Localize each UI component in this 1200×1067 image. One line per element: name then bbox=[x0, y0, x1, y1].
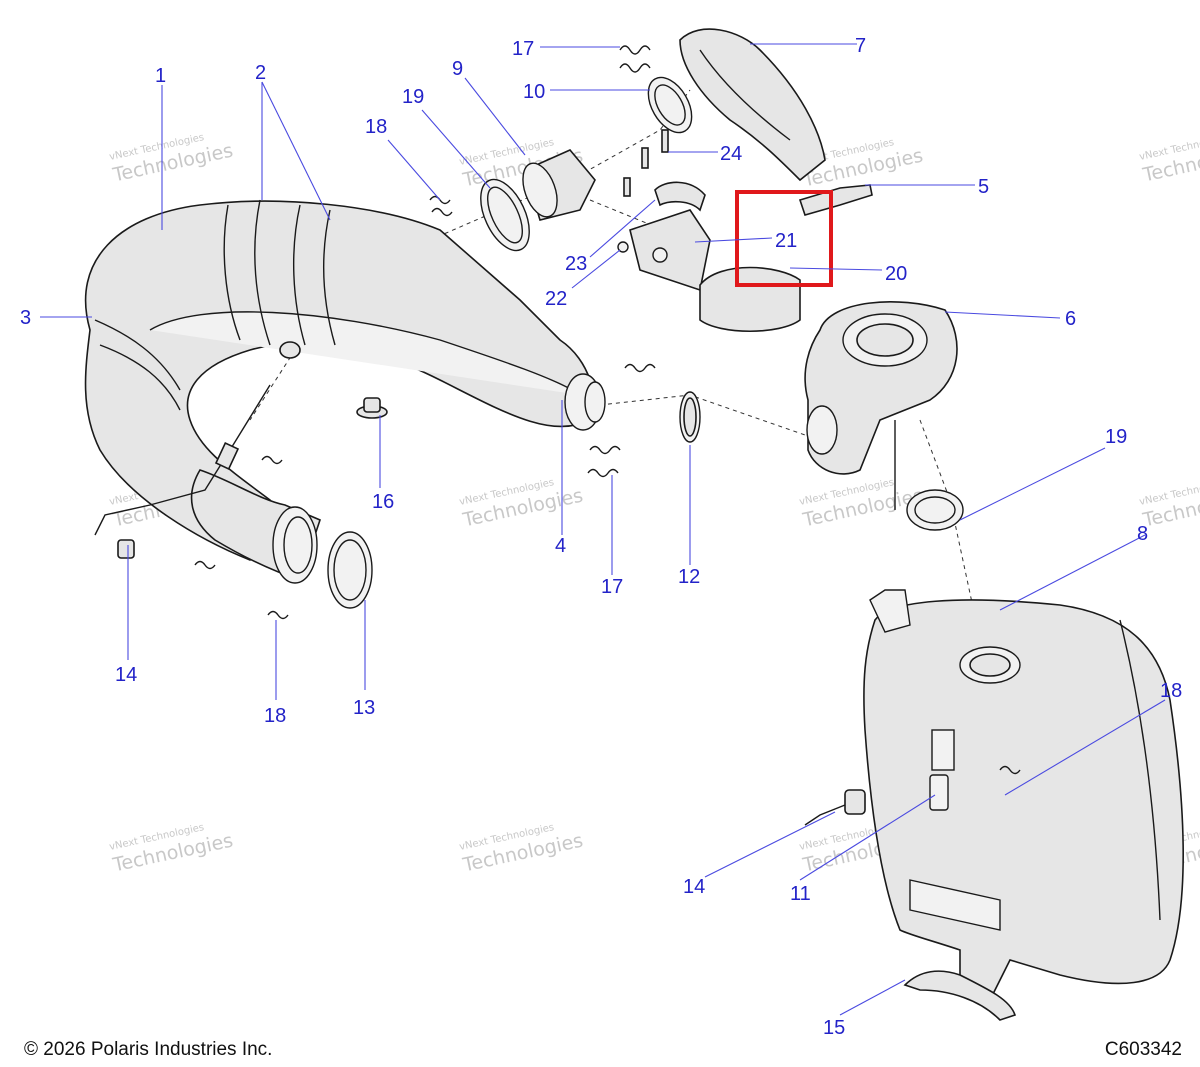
callout-14-left: 14 bbox=[115, 664, 137, 686]
seal-12 bbox=[679, 391, 701, 443]
muffler-8 bbox=[863, 589, 1184, 1002]
watermark: vNext Technologies Technologies bbox=[108, 132, 235, 187]
spring bbox=[194, 560, 216, 570]
callout-11: 11 bbox=[790, 883, 811, 905]
watermark: vNext Technologies Technologies bbox=[458, 477, 585, 532]
figure-id: C603342 bbox=[1104, 1039, 1182, 1060]
spring bbox=[619, 45, 651, 73]
callout-12: 12 bbox=[678, 566, 700, 588]
callout-7: 7 bbox=[855, 35, 866, 57]
shield-15 bbox=[903, 970, 1017, 1021]
washer-22 bbox=[617, 241, 629, 253]
callout-4: 4 bbox=[555, 535, 566, 557]
plug-16 bbox=[356, 397, 388, 419]
clamp-19-top bbox=[480, 178, 530, 252]
actuator-20 bbox=[699, 266, 801, 332]
callout-17-bottom: 17 bbox=[601, 576, 623, 598]
callout-9: 9 bbox=[452, 58, 463, 80]
callout-1: 1 bbox=[155, 65, 166, 87]
callout-17-top: 17 bbox=[512, 38, 534, 60]
tube-11 bbox=[929, 774, 949, 811]
watermark: vNext Technologies Technologies bbox=[458, 822, 585, 877]
callout-18-right: 18 bbox=[1160, 680, 1182, 702]
callout-6: 6 bbox=[1065, 308, 1076, 330]
spring-18-right bbox=[999, 765, 1021, 775]
highlight-box bbox=[735, 190, 833, 287]
sensor-14-right bbox=[804, 789, 866, 826]
duct-7 bbox=[679, 28, 826, 182]
spring bbox=[587, 445, 621, 478]
gasket-10 bbox=[647, 76, 693, 134]
copyright-notice: © 2026 Polaris Industries Inc. bbox=[24, 1039, 273, 1060]
watermark: vNext Technologies Technologies bbox=[1138, 132, 1200, 187]
callout-21: 21 bbox=[775, 230, 797, 252]
clamp-19-right bbox=[906, 489, 964, 531]
outlet-elbow bbox=[190, 469, 321, 584]
turbo-6 bbox=[804, 301, 958, 510]
spring bbox=[429, 195, 453, 217]
callout-23: 23 bbox=[565, 253, 587, 275]
seal-ring-13 bbox=[327, 531, 373, 609]
sensor-14-left bbox=[94, 384, 271, 559]
spring bbox=[261, 455, 283, 465]
coupler-9 bbox=[522, 149, 596, 221]
callout-5: 5 bbox=[978, 176, 989, 198]
bolts-24 bbox=[623, 129, 669, 197]
callout-18-top: 18 bbox=[365, 116, 387, 138]
sensor-5 bbox=[798, 184, 873, 216]
callout-14-right: 14 bbox=[683, 876, 705, 898]
callout-2: 2 bbox=[255, 62, 266, 84]
callout-3: 3 bbox=[20, 307, 31, 329]
watermark: vNext Technologies Technologies bbox=[798, 477, 925, 532]
callout-10: 10 bbox=[523, 81, 545, 103]
callout-15: 15 bbox=[823, 1017, 845, 1039]
callout-24: 24 bbox=[720, 143, 742, 165]
callout-19-right: 19 bbox=[1105, 426, 1127, 448]
spring bbox=[624, 363, 656, 373]
callout-8: 8 bbox=[1137, 523, 1148, 545]
callout-19-top: 19 bbox=[402, 86, 424, 108]
callout-18-bottom: 18 bbox=[264, 705, 286, 727]
bracket-23 bbox=[654, 181, 706, 212]
callouts: 1 2 3 4 5 6 7 8 9 10 11 12 13 14 14 15 1… bbox=[20, 35, 1182, 1039]
actuator-21 bbox=[629, 209, 711, 292]
leader-lines bbox=[40, 43, 1166, 1016]
callout-13: 13 bbox=[353, 697, 375, 719]
exhaust-pipe bbox=[84, 199, 606, 561]
callout-20: 20 bbox=[885, 263, 907, 285]
spring bbox=[267, 610, 289, 620]
callout-16: 16 bbox=[372, 491, 394, 513]
callout-22: 22 bbox=[545, 288, 567, 310]
watermark: vNext Technologies Technologies bbox=[108, 822, 235, 877]
